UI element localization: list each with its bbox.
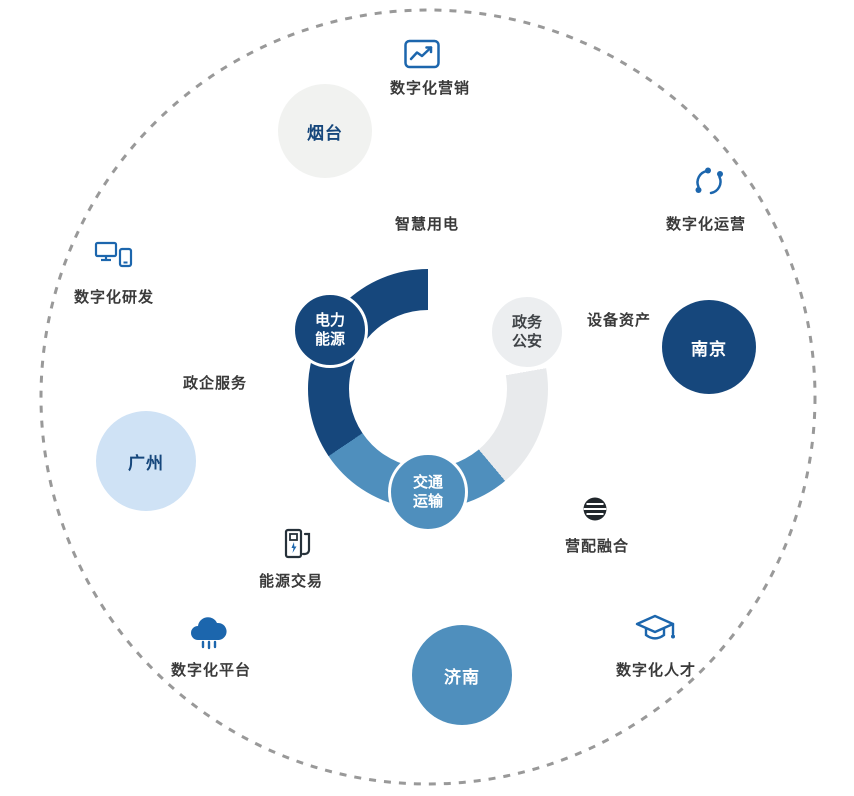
sector-label-energy-trading: 能源交易 — [258, 573, 323, 590]
city-label-nanjing: 南京 — [691, 339, 727, 359]
sector-label-smart-power: 智慧用电 — [394, 216, 459, 233]
sector-node-power-line2: 能源 — [314, 331, 345, 348]
cloud-icon — [188, 614, 230, 655]
city-bubble-guangzhou: 广州 — [96, 411, 196, 511]
sector-node-gov-security: 政务 公安 — [489, 294, 565, 370]
city-label-guangzhou: 广州 — [128, 453, 164, 473]
sector-node-transport: 交通 运输 — [388, 452, 468, 532]
sector-node-gov-line1: 政务 — [511, 313, 542, 331]
devices-icon — [94, 240, 134, 279]
city-label-yantai: 烟台 — [307, 123, 343, 143]
sector-node-transport-line1: 交通 — [412, 473, 443, 491]
striped-sphere-icon — [579, 493, 611, 530]
sector-node-gov-line2: 公安 — [511, 333, 542, 350]
sector-node-power-line1: 电力 — [314, 311, 345, 329]
sector-label-equipment-assets: 设备资产 — [586, 312, 651, 329]
city-label-jinan: 济南 — [444, 667, 480, 687]
city-bubble-jinan: 济南 — [412, 625, 512, 725]
city-bubble-nanjing: 南京 — [662, 300, 756, 394]
charging-station-icon — [281, 525, 315, 568]
graduation-cap-icon — [633, 612, 677, 653]
dashed-boundary-circle — [39, 8, 817, 786]
capability-label-rd: 数字化研发 — [73, 289, 154, 306]
capability-ring-hole — [349, 310, 507, 468]
capability-label-talent: 数字化人才 — [615, 662, 696, 679]
sector-node-transport-line2: 运输 — [412, 493, 443, 510]
sector-label-gov-enterprise: 政企服务 — [182, 375, 247, 392]
line-chart-icon — [403, 38, 441, 75]
city-bubble-yantai: 烟台 — [278, 84, 372, 178]
sector-node-power-energy: 电力 能源 — [292, 292, 368, 368]
sector-label-distribution-fusion: 营配融合 — [564, 538, 629, 555]
capability-label-platform: 数字化平台 — [170, 662, 251, 679]
capability-label-marketing: 数字化营销 — [389, 80, 470, 97]
sync-icon — [691, 164, 727, 205]
capability-label-operations: 数字化运营 — [665, 216, 746, 233]
